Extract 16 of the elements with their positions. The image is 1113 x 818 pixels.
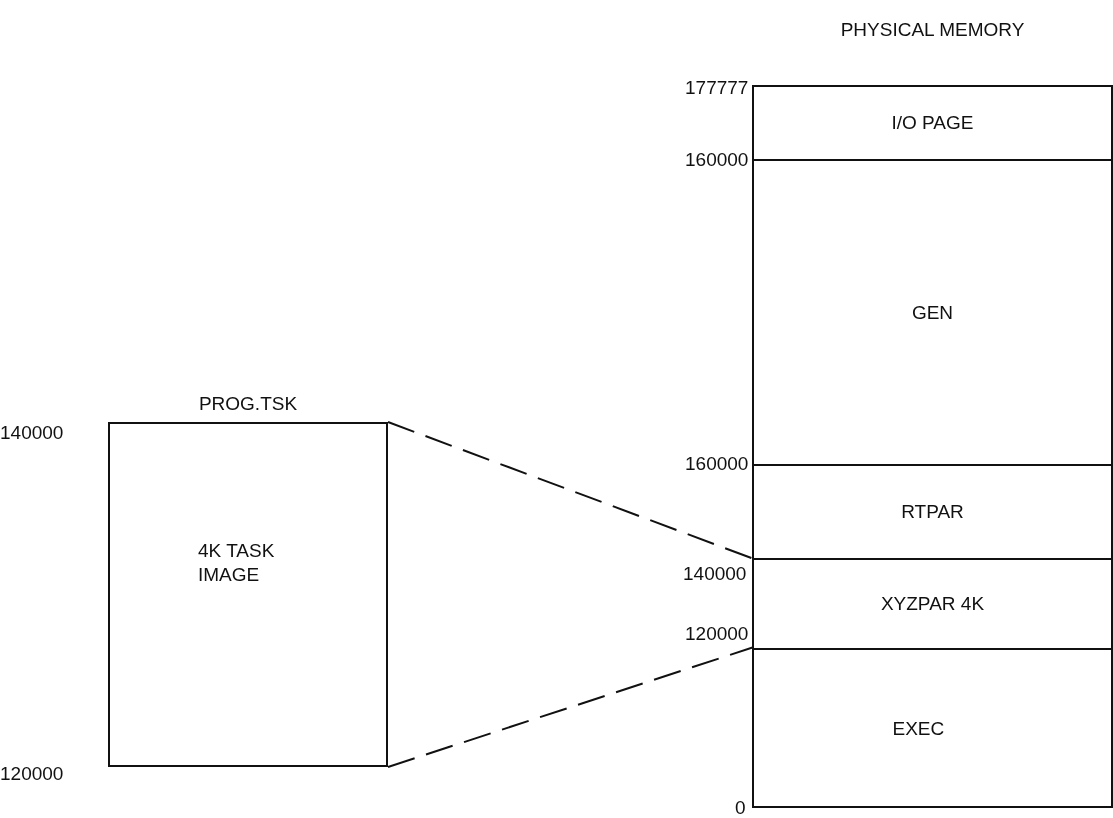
partition-label: RTPAR (900, 500, 965, 524)
partition-label: GEN (910, 300, 955, 325)
address-label: 160000 (685, 149, 749, 171)
heading: PHYSICAL MEMORY (839, 18, 1026, 42)
address-label: 160000 (685, 453, 749, 475)
partition-label: XYZPAR 4K (879, 592, 986, 616)
address-label: 120000 (0, 763, 64, 785)
address-label: 177777 (685, 77, 749, 99)
address-label: 140000 (683, 563, 747, 585)
partition-label: EXEC (892, 716, 946, 741)
partition-label: I/O PAGE (890, 111, 975, 135)
address-label: 140000 (0, 422, 64, 444)
box-text: 4K TASK IMAGE (198, 539, 276, 587)
address-label: 120000 (685, 623, 749, 645)
address-label: 0 (735, 797, 746, 818)
heading: PROG.TSK (197, 392, 299, 416)
